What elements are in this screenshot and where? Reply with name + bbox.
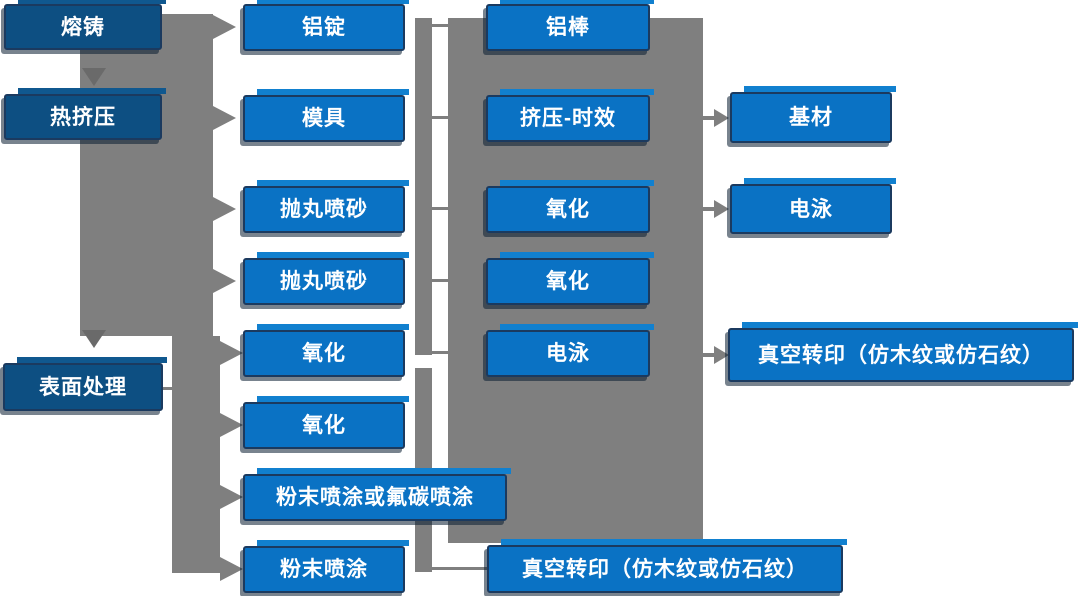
node-vacuum-transfer-1: 真空转印（仿木纹或仿石纹） — [487, 539, 847, 593]
connector-tick-row5 — [430, 351, 450, 354]
node-melting-casting: 熔铸 — [4, 0, 166, 50]
node-surface-treatment: 表面处理 — [3, 357, 167, 411]
connector-shaft-vacuum-transfer — [703, 353, 715, 357]
node-aluminum-ingot: 铝锭 — [243, 0, 409, 51]
node-oxidation-3: 氧化 — [486, 180, 654, 233]
connector-band-left-narrow — [172, 336, 220, 573]
arrow-right-icon-row6 — [220, 413, 243, 437]
node-aluminum-rod: 铝棒 — [486, 0, 654, 51]
connector-shaft-electrophoresis — [703, 207, 715, 211]
node-base-material: 基材 — [730, 86, 896, 143]
arrow-right-icon-row1 — [213, 15, 236, 39]
node-electrophoresis-2: 电泳 — [730, 178, 896, 234]
connector-shaft-base-material — [703, 116, 715, 120]
connector-tick-row8 — [430, 567, 487, 570]
arrow-right-icon-row8 — [220, 557, 243, 581]
connector-tick-row3 — [430, 207, 450, 210]
arrow-right-icon-row2 — [213, 106, 236, 130]
node-mold: 模具 — [243, 89, 409, 142]
connector-bar-middle-upper — [415, 18, 432, 355]
arrow-right-icon-electrophoresis — [714, 200, 729, 218]
node-oxidation-4: 氧化 — [486, 252, 654, 305]
connector-surface-treatment-link — [163, 387, 180, 390]
node-electrophoresis-1: 电泳 — [486, 324, 654, 377]
node-shot-blasting-1: 抛丸喷砂 — [243, 180, 409, 233]
arrow-down-icon-melting-to-extrusion — [82, 68, 106, 86]
arrow-right-icon-row3 — [213, 197, 236, 221]
arrow-right-icon-row5 — [220, 341, 243, 365]
connector-tick-row1 — [430, 24, 450, 27]
node-hot-extrusion: 热挤压 — [4, 88, 166, 140]
arrow-right-icon-row4 — [213, 269, 236, 293]
connector-tick-row4 — [430, 279, 450, 282]
node-extrusion-aging: 挤压-时效 — [486, 89, 654, 142]
node-vacuum-transfer-2: 真空转印（仿木纹或仿石纹） — [728, 322, 1078, 382]
node-powder-spray: 粉末喷涂 — [243, 540, 409, 593]
node-powder-or-fluorocarbon-spray: 粉末喷涂或氟碳喷涂 — [243, 468, 511, 521]
connector-tick-row2 — [430, 116, 450, 119]
node-oxidation-2: 氧化 — [243, 396, 409, 449]
arrow-right-icon-vacuum-transfer — [714, 346, 729, 364]
node-oxidation-1: 氧化 — [243, 324, 409, 377]
arrow-right-icon-row7 — [220, 485, 243, 509]
connector-band-left-wide — [80, 14, 213, 336]
arrow-right-icon-base-material — [714, 109, 729, 127]
arrow-down-icon-to-surface-treatment — [82, 330, 106, 348]
node-shot-blasting-2: 抛丸喷砂 — [243, 252, 409, 305]
